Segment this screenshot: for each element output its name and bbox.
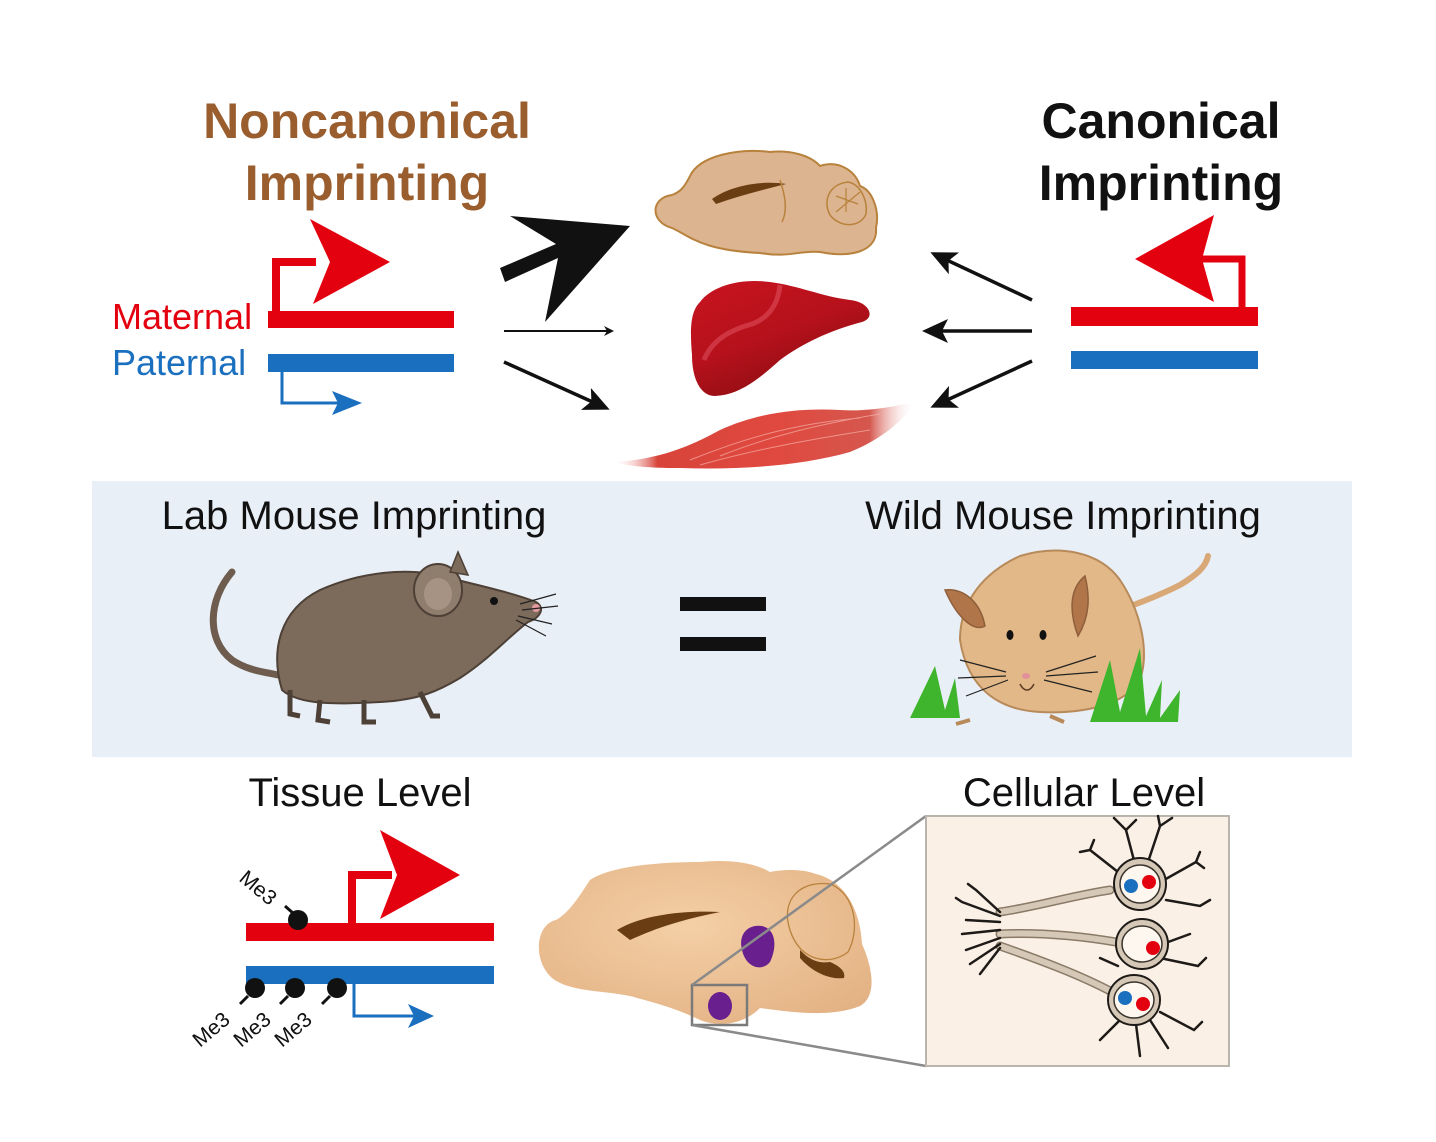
- maternal-gene-strong-expression: [268, 219, 454, 328]
- methyl-dot-icon: [285, 978, 305, 998]
- zoom-box: [690, 983, 749, 1027]
- cellular-level-label: Cellular Level: [963, 771, 1205, 815]
- neuron-somas: [1107, 857, 1169, 1026]
- canonical-maternal-arrow-icon: [1135, 215, 1214, 302]
- muscle-icon: [612, 402, 915, 469]
- maternal-strand: [268, 311, 454, 328]
- methyl-mark-paternal-3: Me3: [270, 978, 347, 1052]
- methyl-label: Me3: [229, 1008, 275, 1052]
- equals-icon: [680, 597, 766, 651]
- cellular-level-inset: [925, 814, 1230, 1067]
- zoom-line-top: [691, 814, 927, 987]
- zoom-line-bottom: [691, 1023, 927, 1068]
- neurons-icon: [954, 814, 1212, 1058]
- tissue-level-label: Tissue Level: [248, 771, 471, 815]
- methyl-dot-icon: [288, 910, 308, 930]
- arrow-to-muscle-icon-canonical: [930, 359, 1033, 408]
- tissue-paternal-arrow-icon: [408, 1004, 434, 1028]
- tissue-paternal-promoter-stem: [352, 984, 414, 1018]
- canonical-maternal-strand: [1071, 307, 1258, 326]
- brain-icon: [654, 149, 878, 256]
- tissue-maternal-strand: [246, 923, 494, 941]
- canonical-title-line2: Imprinting: [1039, 155, 1283, 211]
- tissue-maternal-promoter-stem: [348, 871, 392, 923]
- canonical-promoter-stem: [1198, 255, 1246, 307]
- lab-mouse-icon: [209, 550, 559, 725]
- lab-mouse-label: Lab Mouse Imprinting: [162, 494, 547, 538]
- wild-mouse-label: Wild Mouse Imprinting: [865, 494, 1261, 538]
- paternal-allele-dot-icon: [1118, 991, 1132, 1005]
- arrow-to-muscle-icon: [503, 360, 610, 410]
- brain-region-lower: [708, 992, 732, 1020]
- methyl-dot-icon: [245, 978, 265, 998]
- noncanonical-tissue-arrows: [500, 216, 630, 410]
- canonical-paternal-strand: [1071, 351, 1258, 369]
- canonical-maternal-gene: [1071, 215, 1258, 326]
- maternal-allele-dot-icon: [1146, 941, 1160, 955]
- noncanonical-title-line2: Imprinting: [245, 155, 489, 211]
- tissue-level-gene-diagram: Me3 Me3 Me3 Me3: [188, 830, 494, 1052]
- big-arrow-to-brain-icon: [500, 216, 630, 322]
- arrow-to-brain-icon: [930, 252, 1033, 302]
- maternal-allele-dot-icon: [1136, 997, 1150, 1011]
- tissue-paternal-strand: [246, 966, 494, 984]
- brain-region-upper: [741, 925, 775, 968]
- methyl-label: Me3: [188, 1008, 234, 1052]
- paternal-gene-weak-expression: [268, 354, 454, 415]
- paternal-allele-dot-icon: [1124, 879, 1138, 893]
- paternal-strand: [268, 354, 454, 372]
- canonical-title-line1: Canonical: [1042, 93, 1281, 149]
- noncanonical-title-line1: Noncanonical: [203, 93, 531, 149]
- paternal-arrow-icon: [332, 391, 362, 415]
- brain-with-regions-icon: [538, 861, 872, 1027]
- tissue-icons: [612, 149, 915, 469]
- maternal-arrow-icon: [310, 219, 390, 304]
- methyl-dot-icon: [327, 978, 347, 998]
- methyl-label: Me3: [270, 1008, 316, 1052]
- noncanonical-imprinting-panel: Noncanonical Imprinting Maternal Paterna…: [112, 93, 630, 415]
- tissue-maternal-arrow-icon: [380, 830, 460, 919]
- methyl-mark-maternal: Me3: [235, 866, 308, 930]
- liver-icon: [690, 280, 870, 396]
- paternal-promoter-stem: [280, 372, 338, 405]
- methyl-label: Me3: [235, 866, 281, 910]
- maternal-promoter-stem: [272, 258, 316, 311]
- maternal-label: Maternal: [112, 296, 252, 337]
- canonical-imprinting-panel: Canonical Imprinting: [922, 93, 1283, 408]
- maternal-allele-dot-icon: [1142, 875, 1156, 889]
- paternal-label: Paternal: [112, 342, 246, 383]
- wild-mouse-icon: [910, 549, 1211, 726]
- mouse-comparison-band: Lab Mouse Imprinting Wild Mouse Imprinti…: [92, 481, 1352, 757]
- canonical-arrows-to-tissues: [922, 252, 1033, 408]
- grass-icon: [910, 648, 1180, 722]
